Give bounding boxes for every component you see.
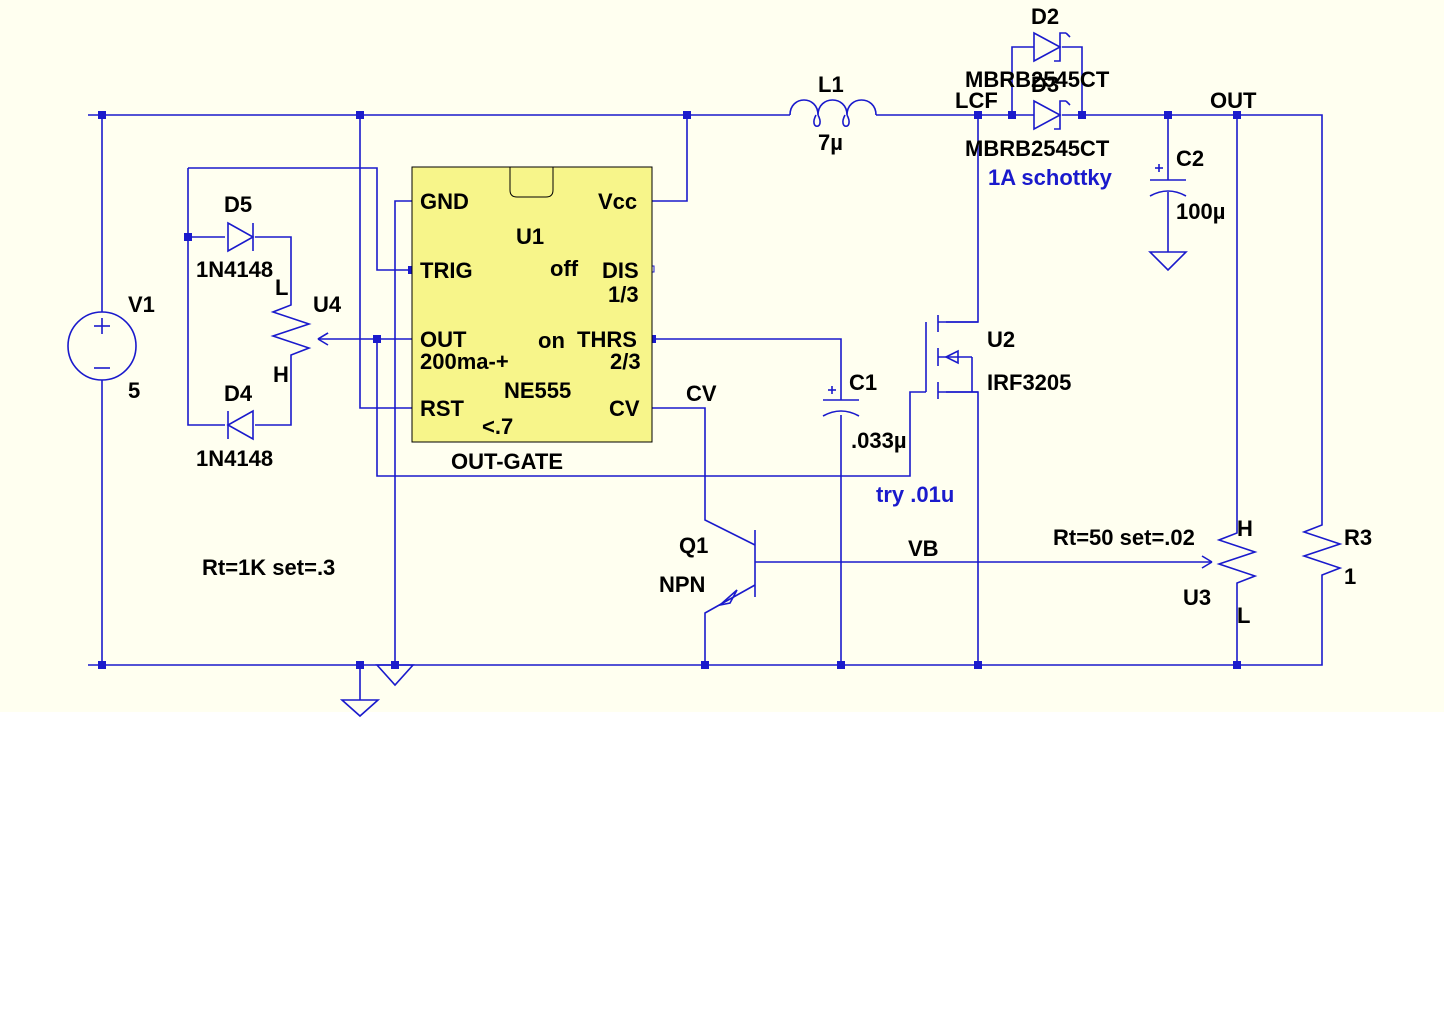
u1-pin-gnd: GND: [420, 189, 469, 214]
out-net-label: OUT: [1210, 88, 1257, 113]
l1-symbol[interactable]: [789, 99, 877, 128]
u3-pin-h: H: [1237, 516, 1253, 541]
wire-d5-out: [255, 236, 292, 300]
u1-part: NE555: [504, 378, 571, 403]
d2-symbol[interactable]: [1033, 31, 1071, 63]
u1-pin-dis: DIS: [602, 258, 639, 283]
u1-pin-vcc: Vcc: [598, 189, 637, 214]
cv-net-label: CV: [686, 381, 717, 406]
c2-value: 100µ: [1176, 199, 1225, 224]
u4-pin-h: H: [273, 362, 289, 387]
wire-diode-left: [187, 168, 225, 426]
u3-setting: Rt=50 set=.02: [1053, 525, 1195, 550]
u3-pin-l: L: [1237, 603, 1250, 628]
v1-value: 5: [128, 378, 140, 403]
wire-d4-out: [255, 360, 292, 426]
u1-name: U1: [516, 224, 544, 249]
d4-model: 1N4148: [196, 446, 273, 471]
wire-out-gate: [376, 339, 926, 477]
wire-vcc: [652, 115, 688, 202]
u4-potentiometer-symbol[interactable]: [270, 300, 329, 360]
vb-net-label: VB: [908, 536, 939, 561]
u1-note-rst-level: <.7: [482, 414, 513, 439]
r3-value: 1: [1344, 564, 1356, 589]
c1-name: C1: [849, 370, 877, 395]
r3-name: R3: [1344, 525, 1372, 550]
q1-npn-symbol[interactable]: [717, 530, 756, 607]
v1-name: V1: [128, 292, 155, 317]
wire-gnd: [394, 200, 412, 665]
wire-cv: [652, 407, 756, 546]
u1-note-out-current: 200ma-+: [420, 349, 509, 374]
wire-q1-emitter: [704, 584, 756, 665]
d2-name: D2: [1031, 4, 1059, 29]
wire-thrs-c1: [652, 338, 842, 385]
u1-pin-trig: TRIG: [420, 258, 473, 283]
c1-symbol[interactable]: [822, 385, 860, 417]
wire-trig-loop: [188, 167, 412, 271]
u1-pin-rst: RST: [420, 396, 465, 421]
c2-symbol[interactable]: [1148, 164, 1188, 272]
u1-pin-thrs: THRS: [577, 327, 637, 352]
u4-setting: Rt=1K set=.3: [202, 555, 335, 580]
v1-symbol[interactable]: [67, 311, 137, 381]
d5-name: D5: [224, 192, 252, 217]
u2-model: IRF3205: [987, 370, 1071, 395]
u1-note-two-thirds: 2/3: [610, 349, 641, 374]
q1-name: Q1: [679, 533, 708, 558]
u1-ic-body[interactable]: [411, 166, 653, 443]
u3-name: U3: [1183, 585, 1211, 610]
u4-pin-l: L: [275, 275, 288, 300]
c2-name: C2: [1176, 146, 1204, 171]
d3-model: MBRB2545CT: [965, 136, 1110, 161]
schematic-sheet: [0, 0, 1444, 712]
u1-pin-cv: CV: [609, 396, 640, 421]
out-gate-net-label: OUT-GATE: [451, 449, 563, 474]
d4-symbol[interactable]: [226, 409, 254, 441]
u4-name: U4: [313, 292, 342, 317]
u2-name: U2: [987, 327, 1015, 352]
d3-symbol[interactable]: [1033, 99, 1071, 131]
q1-type: NPN: [659, 572, 705, 597]
d5-symbol[interactable]: [227, 221, 255, 253]
d3-name: D3: [1031, 72, 1059, 97]
d5-model: 1N4148: [196, 257, 273, 282]
l1-name: L1: [818, 72, 844, 97]
u1-note-off: off: [550, 256, 579, 281]
c1-note: try .01u: [876, 482, 954, 507]
wire-d2-in: [1011, 46, 1034, 115]
r3-symbol[interactable]: [1301, 520, 1343, 590]
wire-d2-out: [1062, 46, 1083, 115]
u1-note-one-third: 1/3: [608, 282, 639, 307]
u1-pin-out: OUT: [420, 327, 467, 352]
ground-symbols: [339, 664, 415, 718]
wire-bottom-rail: [88, 590, 1323, 666]
d4-name: D4: [224, 381, 253, 406]
lcf-net-label: LCF: [955, 88, 998, 113]
schottky-note: 1A schottky: [988, 165, 1113, 190]
u1-note-on: on: [538, 328, 565, 353]
l1-value: 7µ: [818, 130, 843, 155]
d2-model: MBRB2545CT: [965, 67, 1110, 92]
u3-potentiometer-symbol[interactable]: [1201, 528, 1258, 598]
u2-mosfet-symbol[interactable]: [925, 315, 978, 399]
c1-value: .033µ: [851, 428, 907, 453]
